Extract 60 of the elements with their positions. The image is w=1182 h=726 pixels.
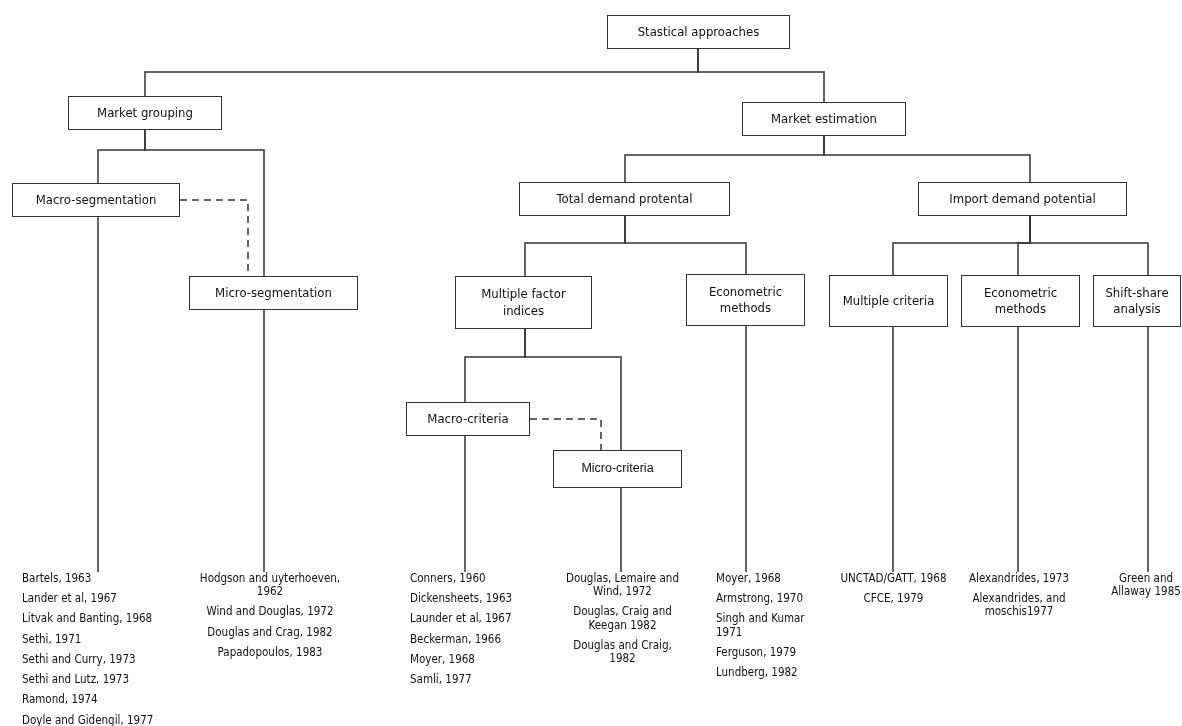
connector-line — [263, 309, 265, 573]
reference-text: Papadopoulos, 1983 — [216, 645, 324, 660]
reference-text: Hodgson and uyterhoeven, 1962 — [198, 572, 342, 599]
reference-text: Moyer, 1968 — [410, 652, 476, 667]
reference-text: Wind and Douglas, 1972 — [205, 605, 335, 619]
reference-text: Armstrong, 1970 — [716, 592, 804, 606]
reference-text: Moyer, 1968 — [716, 572, 782, 586]
category-box: Macro-criteria — [406, 402, 530, 436]
category-box: Multiple factor indices — [455, 276, 592, 329]
category-box: Macro-segmentation — [12, 183, 180, 217]
category-box: Micro-criteria — [553, 450, 682, 488]
reference-text: Douglas, Lemaire and Wind, 1972 — [565, 572, 680, 599]
reference-text: Beckerman, 1966 — [410, 632, 503, 646]
connector-line — [524, 328, 622, 451]
reference-text: Launder et al, 1967 — [410, 612, 513, 626]
reference-text: Doyle and Gidengil, 1977 — [22, 713, 155, 726]
connector-line — [97, 216, 99, 573]
category-box: Stastical approaches — [607, 15, 790, 49]
category-box: Econometric methods — [686, 274, 805, 326]
connector-line — [892, 326, 894, 573]
reference-text: Sethi and Curry, 1973 — [22, 652, 137, 667]
category-box: Import demand potential — [918, 182, 1127, 216]
reference-text: Douglas and Craig, 1982 — [572, 638, 673, 666]
category-box: Shift-share analysis — [1093, 275, 1181, 327]
category-box: Total demand protental — [519, 182, 730, 216]
reference-text: Lundberg, 1982 — [716, 666, 799, 680]
reference-text: Bartels, 1963 — [22, 572, 93, 586]
reference-text: Samli, 1977 — [410, 673, 473, 687]
reference-text: Ferguson, 1979 — [716, 645, 798, 660]
connector-line — [624, 215, 747, 275]
dashed-connector — [529, 418, 602, 451]
reference-text: Green and Allaway 1985 — [1110, 572, 1182, 599]
connector-line — [1029, 215, 1149, 276]
category-box: Econometric methods — [961, 275, 1080, 327]
category-box: Multiple criteria — [829, 275, 948, 327]
reference-text: Litvak and Banting, 1968 — [22, 612, 154, 626]
reference-text: Dickensheets, 1963 — [410, 592, 514, 606]
reference-text: Sethi, 1971 — [22, 632, 83, 646]
connector-line — [697, 48, 825, 103]
connector-line — [1147, 326, 1149, 573]
reference-text: Conners, 1960 — [410, 572, 487, 586]
reference-text: Singh and Kumar 1971 — [716, 612, 806, 639]
reference-text: UNCTAD/GATT, 1968 — [839, 572, 948, 586]
reference-text: CFCE, 1979 — [862, 592, 925, 606]
reference-text: Sethi and Lutz, 1973 — [22, 673, 130, 687]
connector-line — [620, 487, 622, 573]
reference-text: Douglas, Craig and Keegan 1982 — [572, 605, 673, 632]
connector-line — [823, 135, 1031, 183]
reference-text: Douglas and Crag, 1982 — [206, 625, 334, 639]
reference-text: Ramond, 1974 — [22, 693, 99, 707]
category-box: Market estimation — [742, 102, 906, 136]
reference-text: Lander et al, 1967 — [22, 592, 118, 606]
connector-line — [1017, 326, 1019, 573]
category-box: Micro-segmentation — [189, 276, 358, 310]
reference-text: Alexandrides, and moschis1977 — [971, 592, 1067, 619]
connector-line — [464, 435, 466, 573]
connector-line — [745, 325, 747, 573]
connector-line — [144, 129, 265, 277]
category-box: Market grouping — [68, 96, 222, 130]
reference-text: Alexandrides, 1973 — [967, 572, 1071, 586]
